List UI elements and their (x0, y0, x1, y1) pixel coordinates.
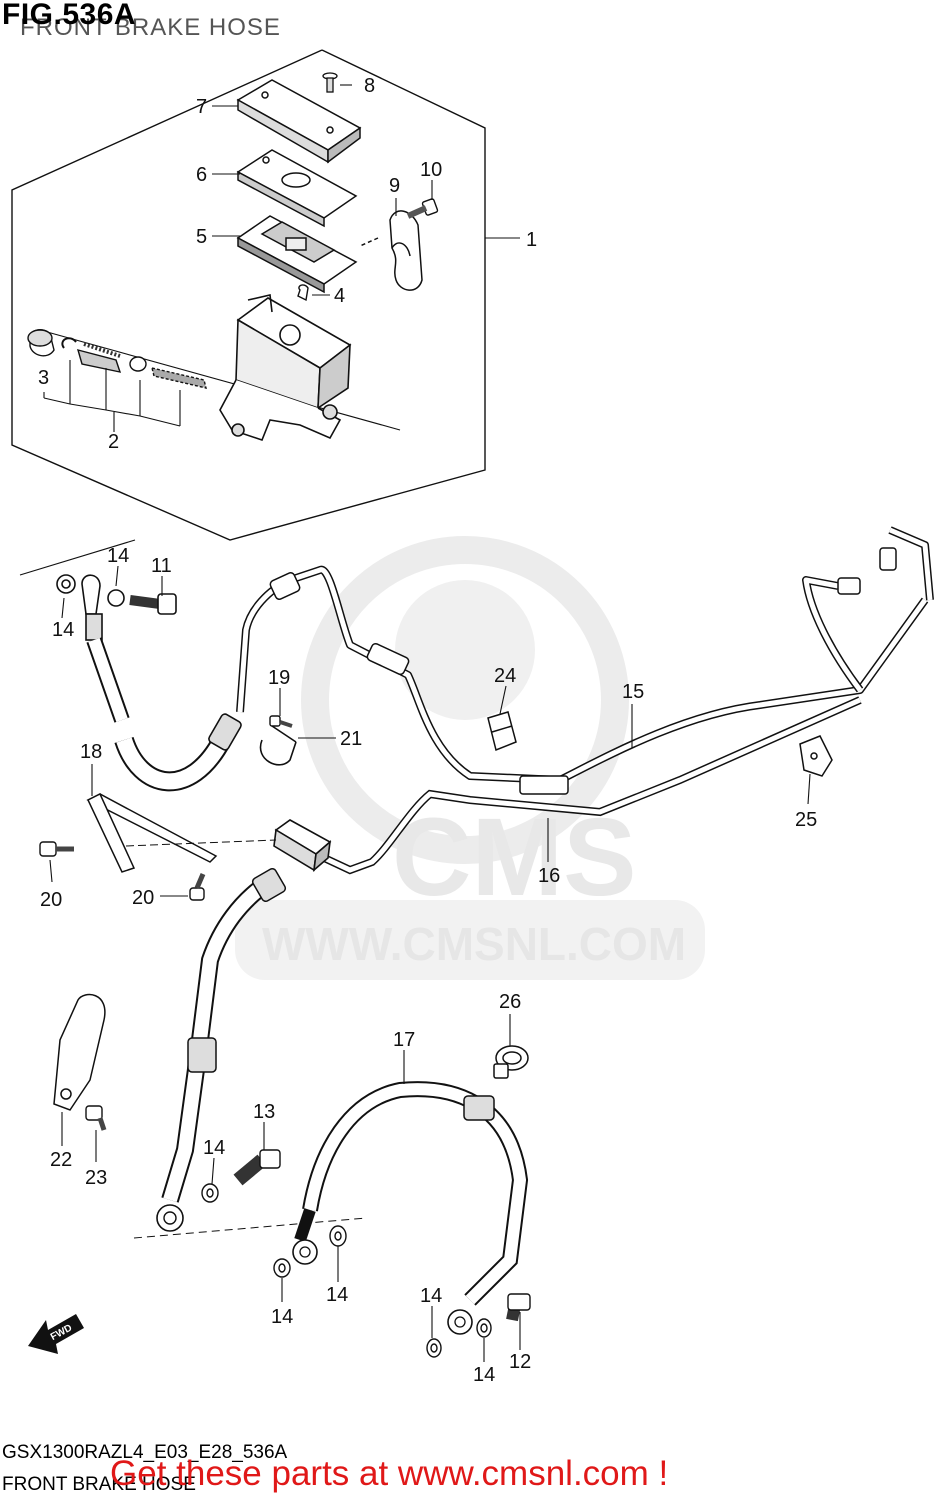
callout-14-mid: 14 (203, 1137, 225, 1159)
assembly-outline (11, 49, 486, 576)
clamp-25 (799, 735, 833, 777)
footer-figure-name: FRONT BRAKE HOSE (2, 1474, 196, 1495)
callout-24: 24 (494, 665, 516, 687)
callout-8: 8 (364, 75, 375, 97)
callout-23: 23 (85, 1167, 107, 1189)
holder-clamp (359, 210, 423, 291)
bolt-20-right (189, 873, 206, 901)
callout-14-left: 14 (52, 619, 74, 641)
figure-number: FIG.536A (2, 0, 137, 31)
callout-11: 11 (151, 555, 172, 577)
brake-pipe-15 (236, 526, 934, 795)
callout-14-br: 14 (420, 1285, 442, 1307)
middle-hose (133, 867, 367, 1239)
screw-19 (269, 715, 293, 728)
callout-5: 5 (196, 226, 207, 248)
callout-1: 1 (526, 229, 537, 251)
diaphragm (236, 215, 358, 294)
callout-16: 16 (538, 865, 560, 887)
fwd-arrow-icon: FWD (28, 1314, 84, 1354)
callout-4: 4 (334, 285, 345, 307)
lower-hose-17 (292, 1081, 529, 1335)
reservoir-cap (236, 79, 362, 164)
watermark-url: WWW.CMSNL.COM (262, 918, 686, 970)
master-cylinder-body (219, 294, 352, 441)
brake-pipe-16 (318, 696, 862, 875)
bolt-20-left (39, 841, 74, 857)
bolt-10 (406, 198, 439, 219)
bracket-22 (53, 993, 106, 1111)
callout-labels: 1 2 3 4 5 6 7 8 9 10 11 14 14 15 16 17 1… (38, 75, 817, 1386)
bracket-18 (86, 792, 277, 873)
banjo-bolt-13 (233, 1149, 281, 1186)
screw-8 (322, 72, 338, 93)
washer-14-c (329, 1225, 347, 1247)
piston-set (27, 329, 207, 389)
callout-12: 12 (509, 1351, 531, 1373)
upper-hose (56, 574, 242, 792)
callout-14-bm: 14 (326, 1284, 348, 1306)
callout-leaders (49, 84, 811, 1362)
clamp-21 (259, 725, 297, 766)
callout-2: 2 (108, 431, 119, 453)
callout-21: 21 (340, 728, 362, 750)
callout-3: 3 (38, 367, 49, 389)
callout-14-brr: 14 (473, 1364, 495, 1386)
callout-6: 6 (196, 164, 207, 186)
callout-25: 25 (795, 809, 817, 831)
guide-24 (487, 711, 517, 752)
washer-14-e (476, 1318, 492, 1338)
callout-14-bl: 14 (271, 1306, 293, 1328)
clamp-26 (493, 1045, 529, 1079)
callout-9: 9 (389, 175, 400, 197)
callout-10: 10 (420, 159, 442, 181)
callout-18: 18 (80, 741, 102, 763)
callout-14-top: 14 (107, 545, 129, 567)
model-code: GSX1300RAZL4_E03_E28_536A (2, 1442, 288, 1463)
washer-14-b (273, 1258, 291, 1278)
diaphragm-plate (236, 149, 358, 228)
callout-17: 17 (393, 1029, 415, 1051)
bolt-23 (85, 1105, 107, 1131)
three-way-joint (273, 819, 332, 872)
callout-26: 26 (499, 991, 521, 1013)
callout-20-left: 20 (40, 889, 62, 911)
callout-7: 7 (196, 96, 207, 118)
promo-link[interactable]: Get these parts at www.cmsnl.com ! (110, 1454, 669, 1493)
banjo-bolt-12 (506, 1293, 531, 1322)
callout-15: 15 (622, 681, 644, 703)
callout-19: 19 (268, 667, 290, 689)
callout-13: 13 (253, 1101, 275, 1123)
callout-22: 22 (50, 1149, 72, 1171)
watermark: CMS WWW.CMSNL.COM (235, 536, 705, 980)
callout-20-right: 20 (132, 887, 154, 909)
figure-subtitle: FRONT BRAKE HOSE (20, 14, 281, 41)
washer-14-d (426, 1338, 442, 1358)
circlip-4 (297, 284, 309, 302)
watermark-brand: CMS (392, 796, 636, 919)
washer-14-a (201, 1183, 219, 1203)
piston-leader-lines (43, 360, 181, 432)
